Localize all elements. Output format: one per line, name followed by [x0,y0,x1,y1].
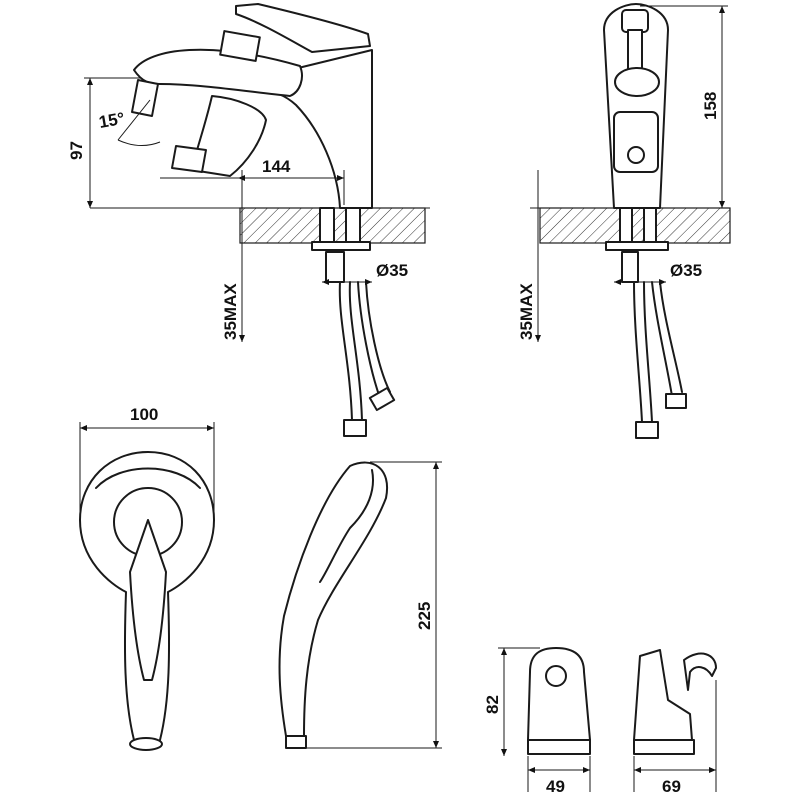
label-width-49: 49 [546,777,565,796]
lever-handle-front [621,9,649,33]
holder-front-outline [527,647,591,741]
deck-section-front [539,207,731,244]
label-height-82: 82 [483,695,502,714]
label-diameter-front: Ø35 [670,261,702,280]
label-height-158: 158 [701,92,720,120]
label-height-97: 97 [67,141,86,160]
spout-side [133,48,303,97]
faucet-front-view: 158 Ø35 35MAX [517,3,731,439]
label-angle-15: 15° [97,109,126,132]
label-deck-max-side: 35MAX [221,283,240,340]
holder-side-outline [633,649,693,741]
shower-head-side-view: 225 [278,461,442,749]
label-length-225: 225 [415,602,434,630]
shower-head-front-view: 100 [79,405,215,751]
lever-handle-side [235,3,371,53]
holder-front-view: 82 49 [483,647,591,796]
shower-side-outline [278,461,389,737]
label-reach-144: 144 [262,157,291,176]
label-width-100: 100 [130,405,158,424]
label-depth-69: 69 [662,777,681,796]
holder-side-view: 69 [633,649,717,796]
label-deck-max-front: 35MAX [517,283,536,340]
diverter-side [191,95,267,177]
label-diameter-side: Ø35 [376,261,408,280]
faucet-side-view: 15° 97 144 Ø35 35MAX [67,3,430,437]
aerator-side [131,79,159,117]
